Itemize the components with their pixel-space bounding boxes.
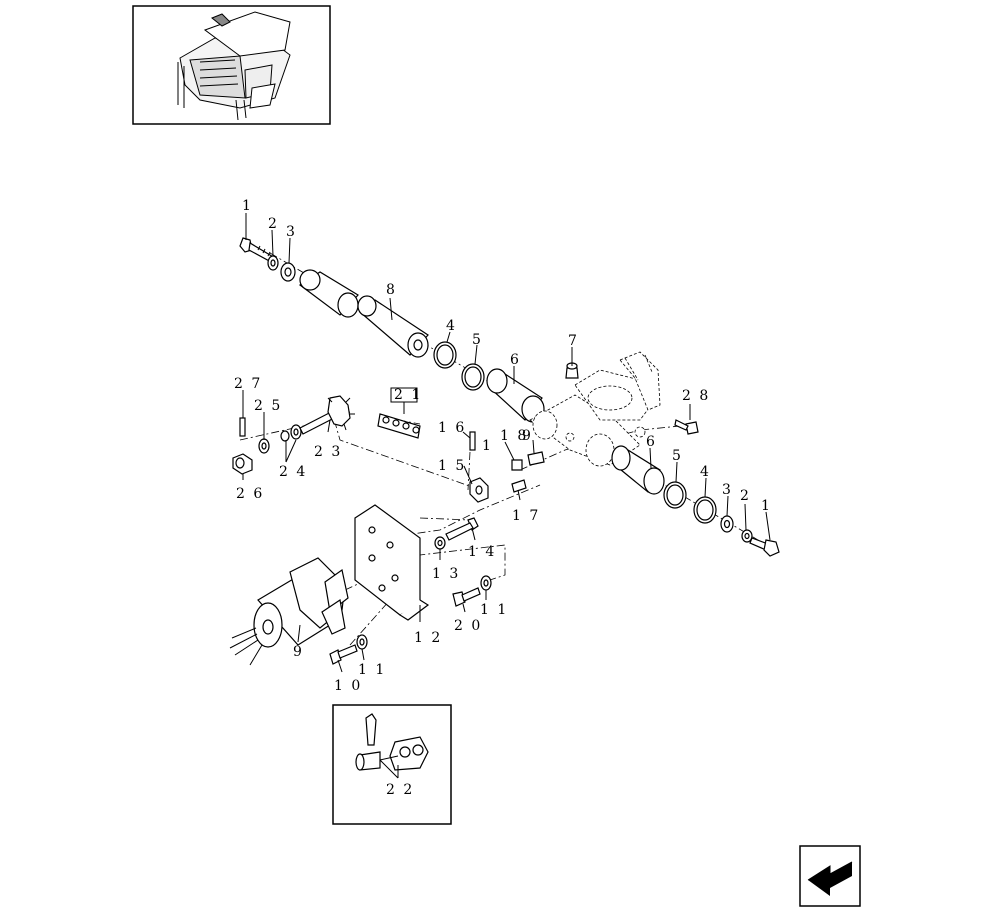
previous-page-arrow-icon[interactable] [799, 845, 861, 907]
callout: 5 [672, 448, 683, 464]
callout: 2 4 [279, 464, 307, 480]
sprocket-shaft-23 [299, 395, 355, 435]
washer-3-top [280, 262, 296, 282]
callout: 1 1 [358, 662, 386, 678]
callout: 9 [293, 644, 304, 660]
washer-2-top [267, 255, 279, 271]
set-screw-18 [511, 459, 523, 471]
bolt-14 [445, 517, 479, 541]
callout: 5 [472, 332, 483, 348]
washer-11-right [480, 575, 492, 591]
roller-chain-21 [377, 413, 421, 439]
bolt-10 [329, 644, 358, 665]
callout: 1 0 [334, 678, 362, 694]
callout: 4 [446, 318, 457, 334]
electric-motor-9 [229, 557, 349, 666]
callout: 8 [386, 282, 397, 298]
callout: 3 [722, 482, 733, 498]
ring-5-top [461, 363, 485, 391]
nut-26 [232, 453, 253, 475]
roll-pin-27 [239, 417, 246, 437]
callout: 1 6 [438, 420, 466, 436]
callout: 9 [522, 428, 533, 444]
sprocket-15 [469, 477, 489, 503]
washer-13 [434, 536, 446, 550]
callout: 2 3 [314, 444, 342, 460]
callout: 1 [482, 438, 493, 454]
machine-overview-icon[interactable] [132, 5, 331, 125]
mounting-plate-12 [354, 504, 430, 621]
washer-3-right [720, 515, 734, 533]
roll-pin-16 [469, 431, 476, 451]
callout: 2 [268, 216, 279, 232]
bushing-6-top [486, 368, 545, 423]
washer-25 [258, 438, 270, 454]
callout: 1 5 [438, 458, 466, 474]
callouts: 1 2 3 8 4 5 6 7 2 8 2 7 2 5 2 3 2 4 2 6 … [234, 198, 772, 798]
callout: 1 4 [468, 544, 496, 560]
callout: 2 1 [394, 387, 422, 403]
callout: 1 2 [414, 630, 442, 646]
callout: 1 7 [512, 508, 540, 524]
key-17 [511, 479, 527, 493]
callout: 4 [700, 464, 711, 480]
snap-ring-4-right [693, 496, 717, 524]
callout-21-frame [390, 387, 418, 403]
bushing-6-right [611, 445, 665, 495]
callout: 2 [740, 488, 751, 504]
snap-ring-4-top [433, 341, 457, 369]
fitting-28 [674, 419, 699, 435]
callout: 3 [286, 224, 297, 240]
callout: 2 5 [254, 398, 282, 414]
callout: 1 3 [432, 566, 460, 582]
swivel-housing [529, 351, 661, 467]
callout: 2 8 [682, 388, 710, 404]
callout: 2 2 [386, 782, 414, 798]
washer-11-left [356, 634, 368, 650]
callout: 2 6 [236, 486, 264, 502]
callout: 7 [568, 333, 579, 349]
spacers-24 [280, 424, 302, 442]
connecting-link-detail [332, 704, 452, 825]
callout: 1 1 [480, 602, 508, 618]
callout: 6 [510, 352, 521, 368]
key-19 [527, 451, 545, 466]
callout: 1 [761, 498, 772, 514]
ring-5-right [663, 481, 687, 509]
callout: 1 [242, 198, 253, 214]
roller-tube-left [298, 269, 359, 318]
bolt-1-right [749, 537, 780, 557]
callout: 2 7 [234, 376, 262, 392]
roller-tube-right [357, 295, 429, 358]
bolt-20 [452, 587, 481, 607]
washer-2-right [741, 529, 753, 543]
callout: 1 8 [500, 428, 528, 444]
leader-lines [242, 213, 771, 779]
callout: 6 [646, 434, 657, 450]
callout: 2 0 [454, 618, 482, 634]
